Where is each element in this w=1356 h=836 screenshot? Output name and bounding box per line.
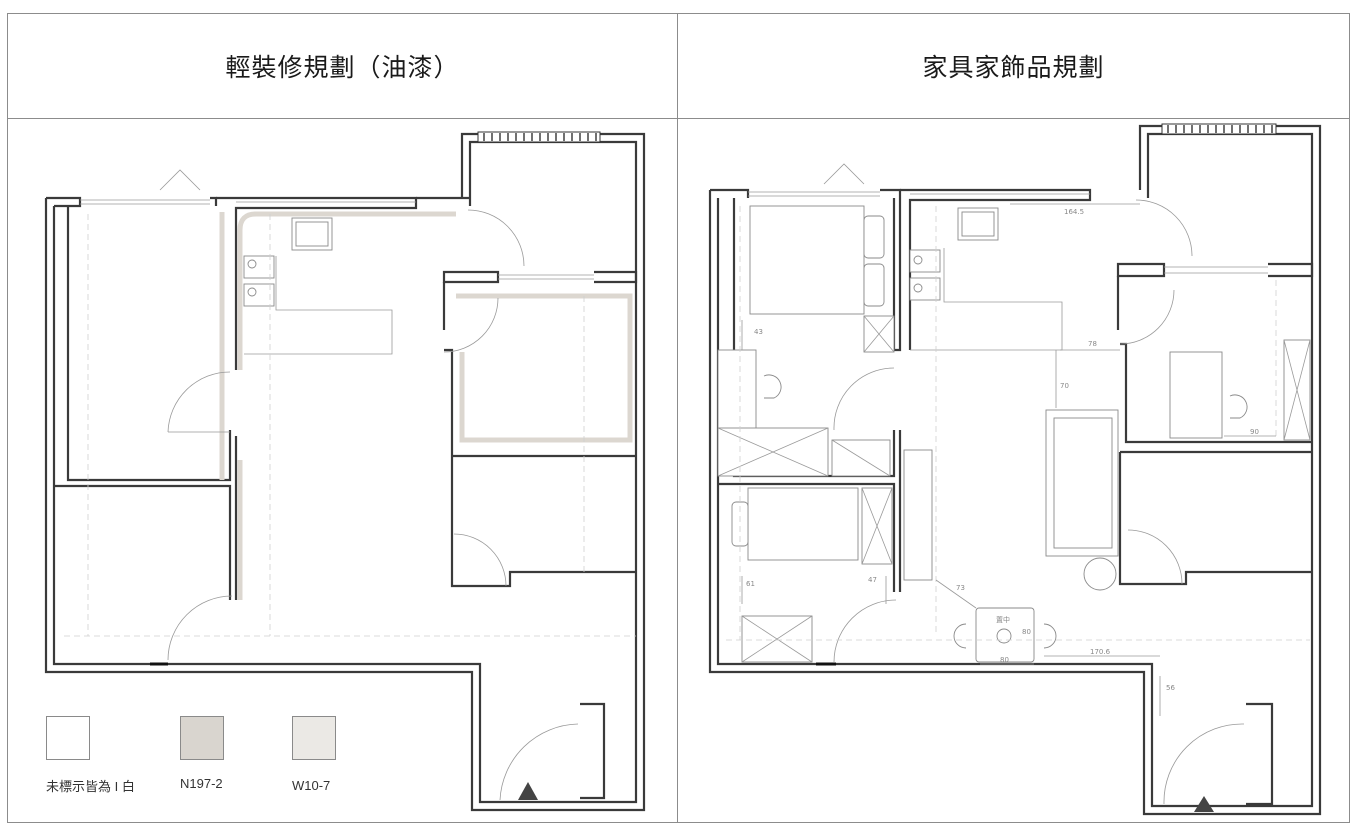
legend-label-n197: N197-2 bbox=[180, 776, 223, 791]
svg-text:56: 56 bbox=[1166, 684, 1175, 692]
svg-text:置中: 置中 bbox=[996, 615, 1010, 624]
svg-text:43: 43 bbox=[754, 328, 763, 336]
svg-text:61: 61 bbox=[746, 580, 755, 588]
swatch-n197-2 bbox=[180, 716, 224, 760]
entry-arrow-icon bbox=[518, 782, 538, 800]
svg-text:80: 80 bbox=[1022, 628, 1031, 636]
svg-text:80: 80 bbox=[1000, 656, 1009, 664]
svg-text:90: 90 bbox=[1250, 428, 1259, 436]
paint-n197-lines bbox=[219, 211, 633, 600]
panel-divider bbox=[677, 13, 678, 823]
paint-plan-title: 輕裝修規劃（油漆） bbox=[225, 52, 460, 82]
svg-text:170.6: 170.6 bbox=[1090, 648, 1111, 656]
legend-label-white: 未標示皆為 I 白 bbox=[46, 779, 135, 794]
swatch-w10-7 bbox=[292, 716, 336, 760]
svg-text:70: 70 bbox=[1060, 382, 1069, 390]
svg-text:78: 78 bbox=[1088, 340, 1097, 348]
window-vent-icon bbox=[1161, 123, 1277, 135]
svg-text:73: 73 bbox=[956, 584, 965, 592]
swatch-white bbox=[46, 716, 90, 760]
window-vent-icon bbox=[477, 131, 601, 143]
furniture-plan-title: 家具家飾品規劃 bbox=[922, 52, 1105, 82]
entry-arrow-icon bbox=[1194, 796, 1214, 812]
layout-frame bbox=[7, 13, 1350, 823]
svg-text:47: 47 bbox=[868, 576, 877, 584]
header-divider bbox=[7, 118, 1350, 119]
legend-label-w10: W10-7 bbox=[292, 778, 331, 793]
svg-text:164.5: 164.5 bbox=[1064, 208, 1084, 216]
